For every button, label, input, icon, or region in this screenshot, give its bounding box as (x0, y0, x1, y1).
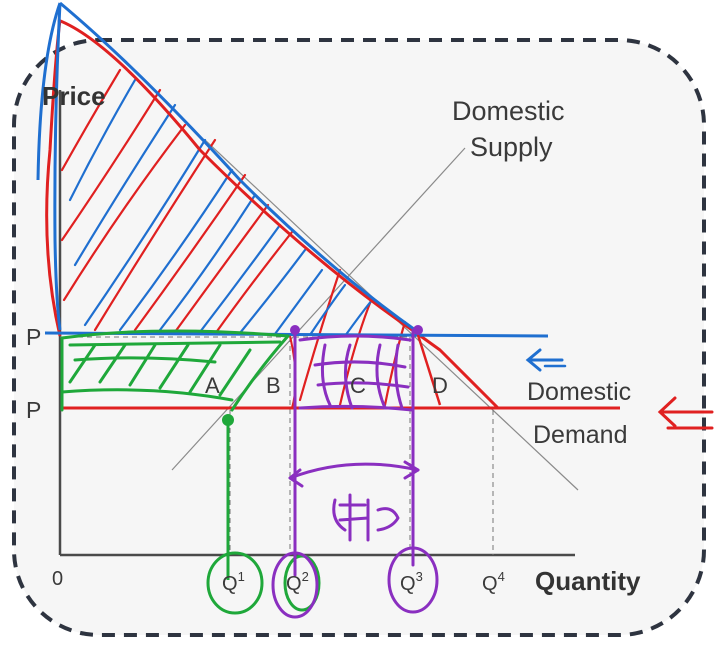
quantity-axis-label: Quantity (535, 566, 641, 596)
purple-q3-circle (387, 546, 439, 614)
price-axis-label: Price (42, 81, 106, 111)
q1-label: Q1 (222, 569, 245, 595)
blue-arrow-icon (525, 348, 564, 372)
area-a-label: A (205, 373, 220, 398)
world-price-label: P (26, 324, 41, 350)
demand-label-line2: Demand (533, 421, 628, 449)
origin-label: 0 (52, 568, 63, 590)
purple-dot-left (290, 325, 300, 335)
blue-left-stroke (36, 2, 62, 181)
area-d-label: D (432, 373, 448, 398)
blue-demand-outline (59, 1, 419, 334)
low-price-label: P (26, 397, 41, 423)
dashed-frame (12, 38, 706, 637)
green-q1-circle (206, 551, 264, 615)
q2-label: Q2 (286, 569, 309, 595)
area-b-label: B (266, 373, 281, 398)
red-area-d-edge (416, 334, 442, 406)
red-demand-outline (57, 18, 600, 410)
purple-area-c (288, 328, 420, 577)
supply-label-line2: Supply (470, 132, 553, 162)
q3-label: Q3 (400, 569, 423, 595)
q4-label: Q4 (482, 569, 505, 595)
supply-label-line1: Domestic (452, 96, 565, 126)
domestic-supply-curve (171, 147, 466, 471)
purple-q2-circle (271, 551, 319, 619)
purple-dot-right (413, 325, 423, 335)
blue-hatching (68, 78, 374, 338)
demand-label-line1: Domestic (527, 378, 631, 406)
area-c-label: C (350, 373, 366, 398)
green-area-a (60, 329, 290, 412)
red-arrow-icon (657, 396, 714, 430)
blue-left-outline (53, 2, 62, 331)
